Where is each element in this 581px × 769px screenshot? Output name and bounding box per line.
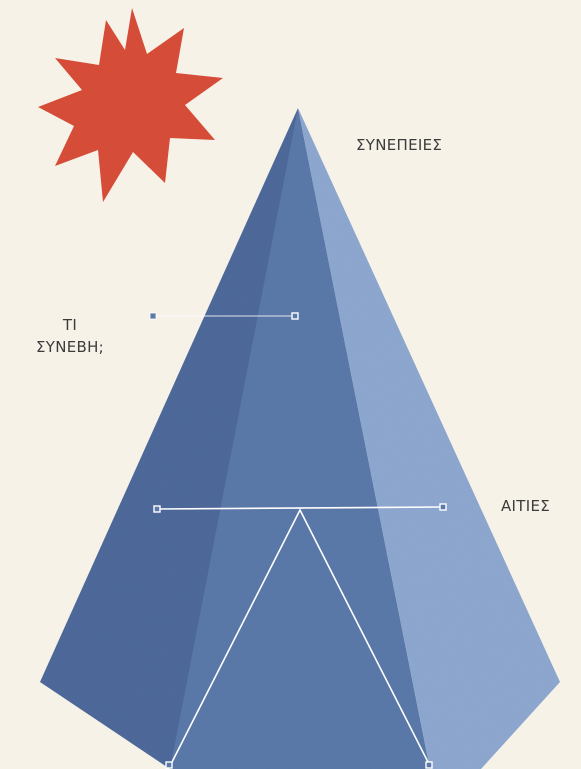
pyramid (40, 108, 560, 769)
starburst-icon (38, 8, 223, 202)
handle[interactable] (154, 506, 160, 512)
handle[interactable] (166, 762, 172, 768)
handle[interactable] (292, 313, 298, 319)
handle[interactable] (440, 504, 446, 510)
what-happened-line-2: ΣΥΝΕΒΗ; (20, 336, 120, 358)
handle[interactable] (426, 762, 432, 768)
causes-label: ΑΙΤΙΕΣ (501, 495, 550, 517)
what-happened-label: ΤΙ ΣΥΝΕΒΗ; (20, 314, 120, 358)
handle[interactable] (150, 313, 156, 319)
what-happened-line-1: ΤΙ (20, 314, 120, 336)
consequences-label: ΣΥΝΕΠΕΙΕΣ (356, 134, 442, 156)
